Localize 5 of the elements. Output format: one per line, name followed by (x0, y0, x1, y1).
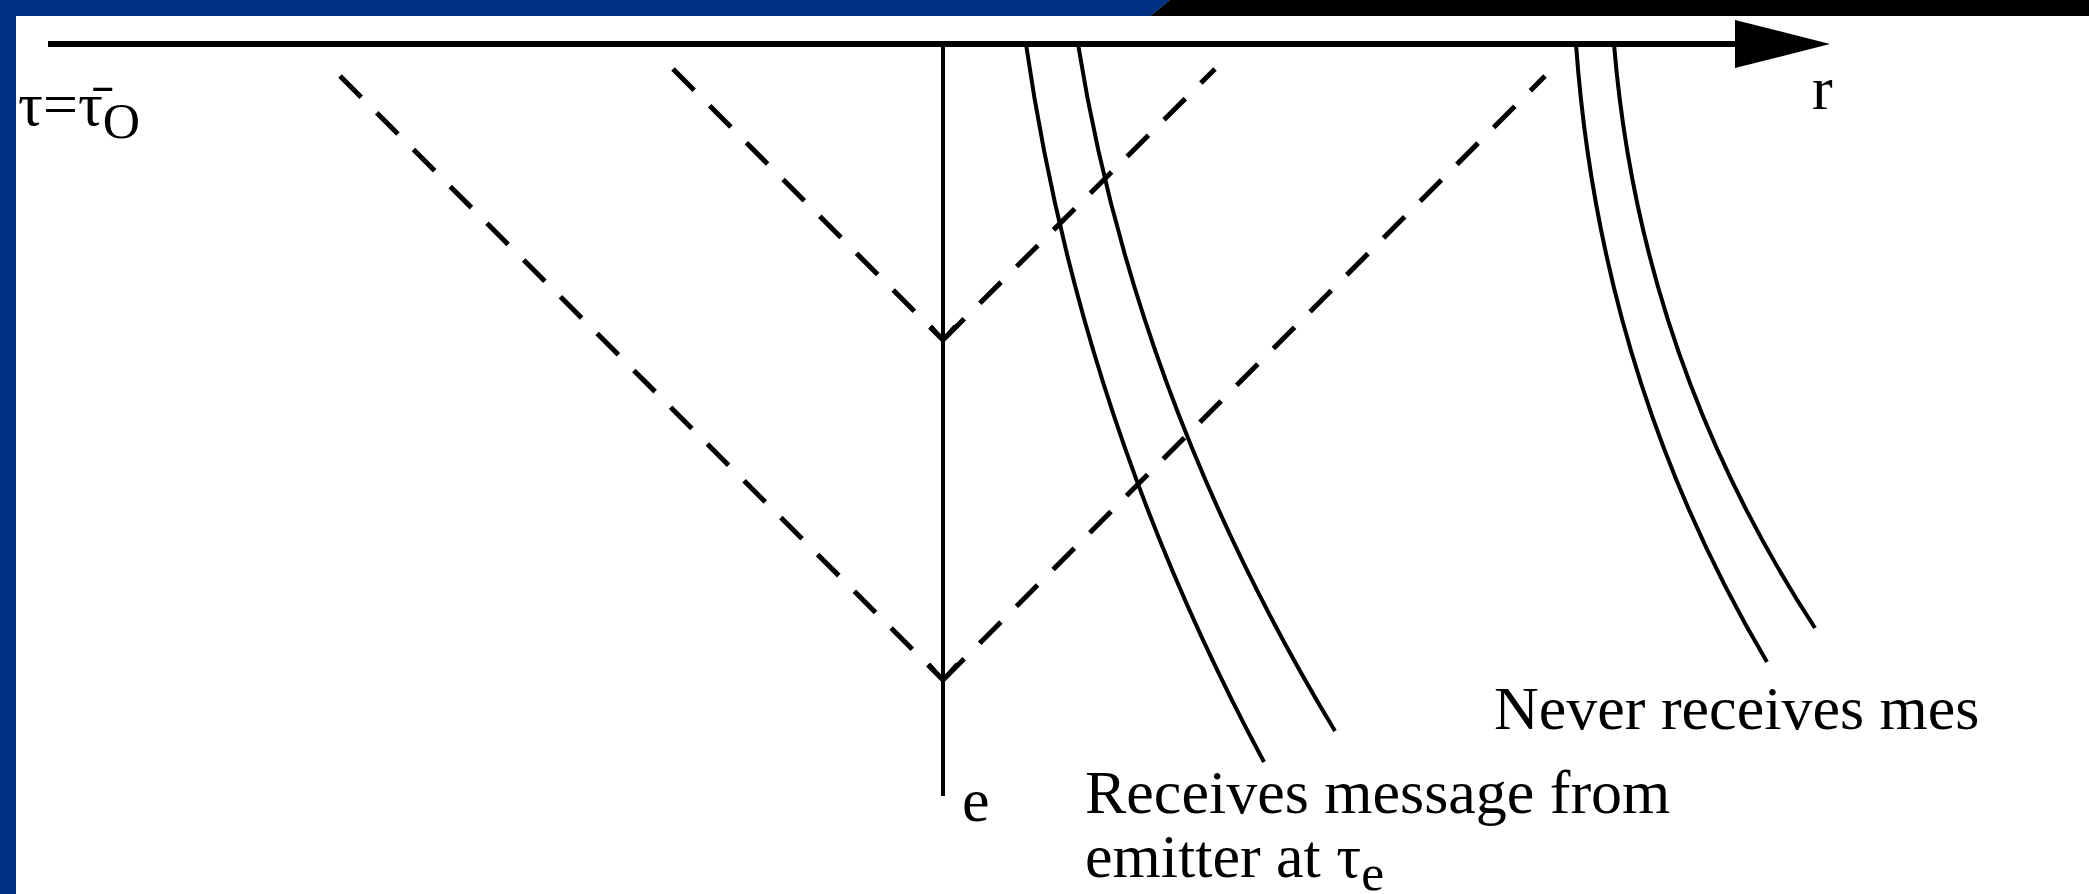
time-label: τ=τ̄$_{O}$ (18, 72, 141, 152)
emitter-label: e (962, 768, 990, 832)
axis-label: r (1812, 56, 1833, 120)
caption-text: Never receives mes (1494, 676, 1980, 740)
caption-text: Receives message from emitter at τ$_{e}$ (1085, 760, 1672, 894)
